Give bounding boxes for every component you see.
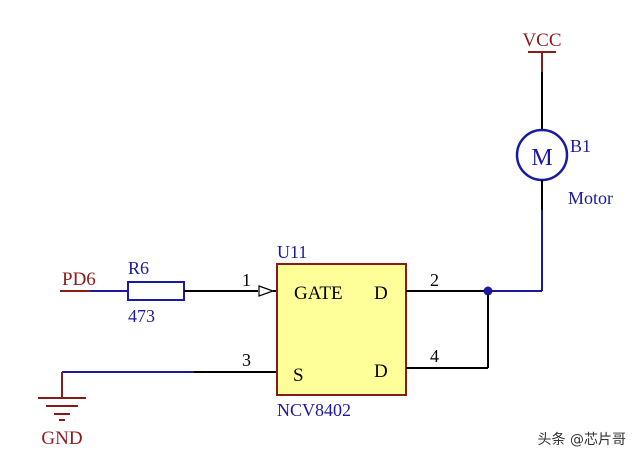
gate-input-arrow-icon: [258, 285, 275, 297]
motor-symbol: M: [531, 145, 552, 171]
gate-pin-label: GATE: [294, 283, 343, 304]
mosfet-u11: U11 NCV8402 GATE D S D: [276, 242, 407, 420]
vcc-power-symbol: VCC: [522, 30, 562, 72]
resistor-value: 473: [128, 306, 155, 326]
resistor-ref: R6: [128, 258, 149, 278]
pin-1-number: 1: [242, 270, 251, 290]
ic-body: [276, 263, 407, 396]
vcc-label: VCC: [522, 30, 561, 51]
motor-name: Motor: [568, 188, 613, 208]
pin-3-number: 3: [242, 350, 251, 370]
ic-ref: U11: [277, 242, 307, 262]
gnd-label: GND: [41, 428, 82, 449]
watermark: 头条 @芯片哥: [538, 431, 626, 448]
source-pin-label: S: [293, 365, 304, 386]
drain-a-pin-label: D: [374, 283, 388, 304]
pin-2-number: 2: [430, 270, 439, 290]
motor-b1: M B1 Motor: [515, 128, 613, 208]
junction-dot: [483, 286, 493, 296]
gnd-power-symbol: GND: [38, 372, 86, 449]
ic-part: NCV8402: [277, 400, 351, 420]
input-net: PD6: [60, 269, 128, 292]
motor-ref: B1: [570, 136, 591, 156]
resistor-r6: R6 473: [127, 258, 185, 326]
drain-b-pin-label: D: [374, 361, 388, 382]
pin-4-number: 4: [430, 346, 439, 366]
pd6-label: PD6: [62, 269, 96, 290]
resistor-body-icon: [127, 281, 185, 301]
